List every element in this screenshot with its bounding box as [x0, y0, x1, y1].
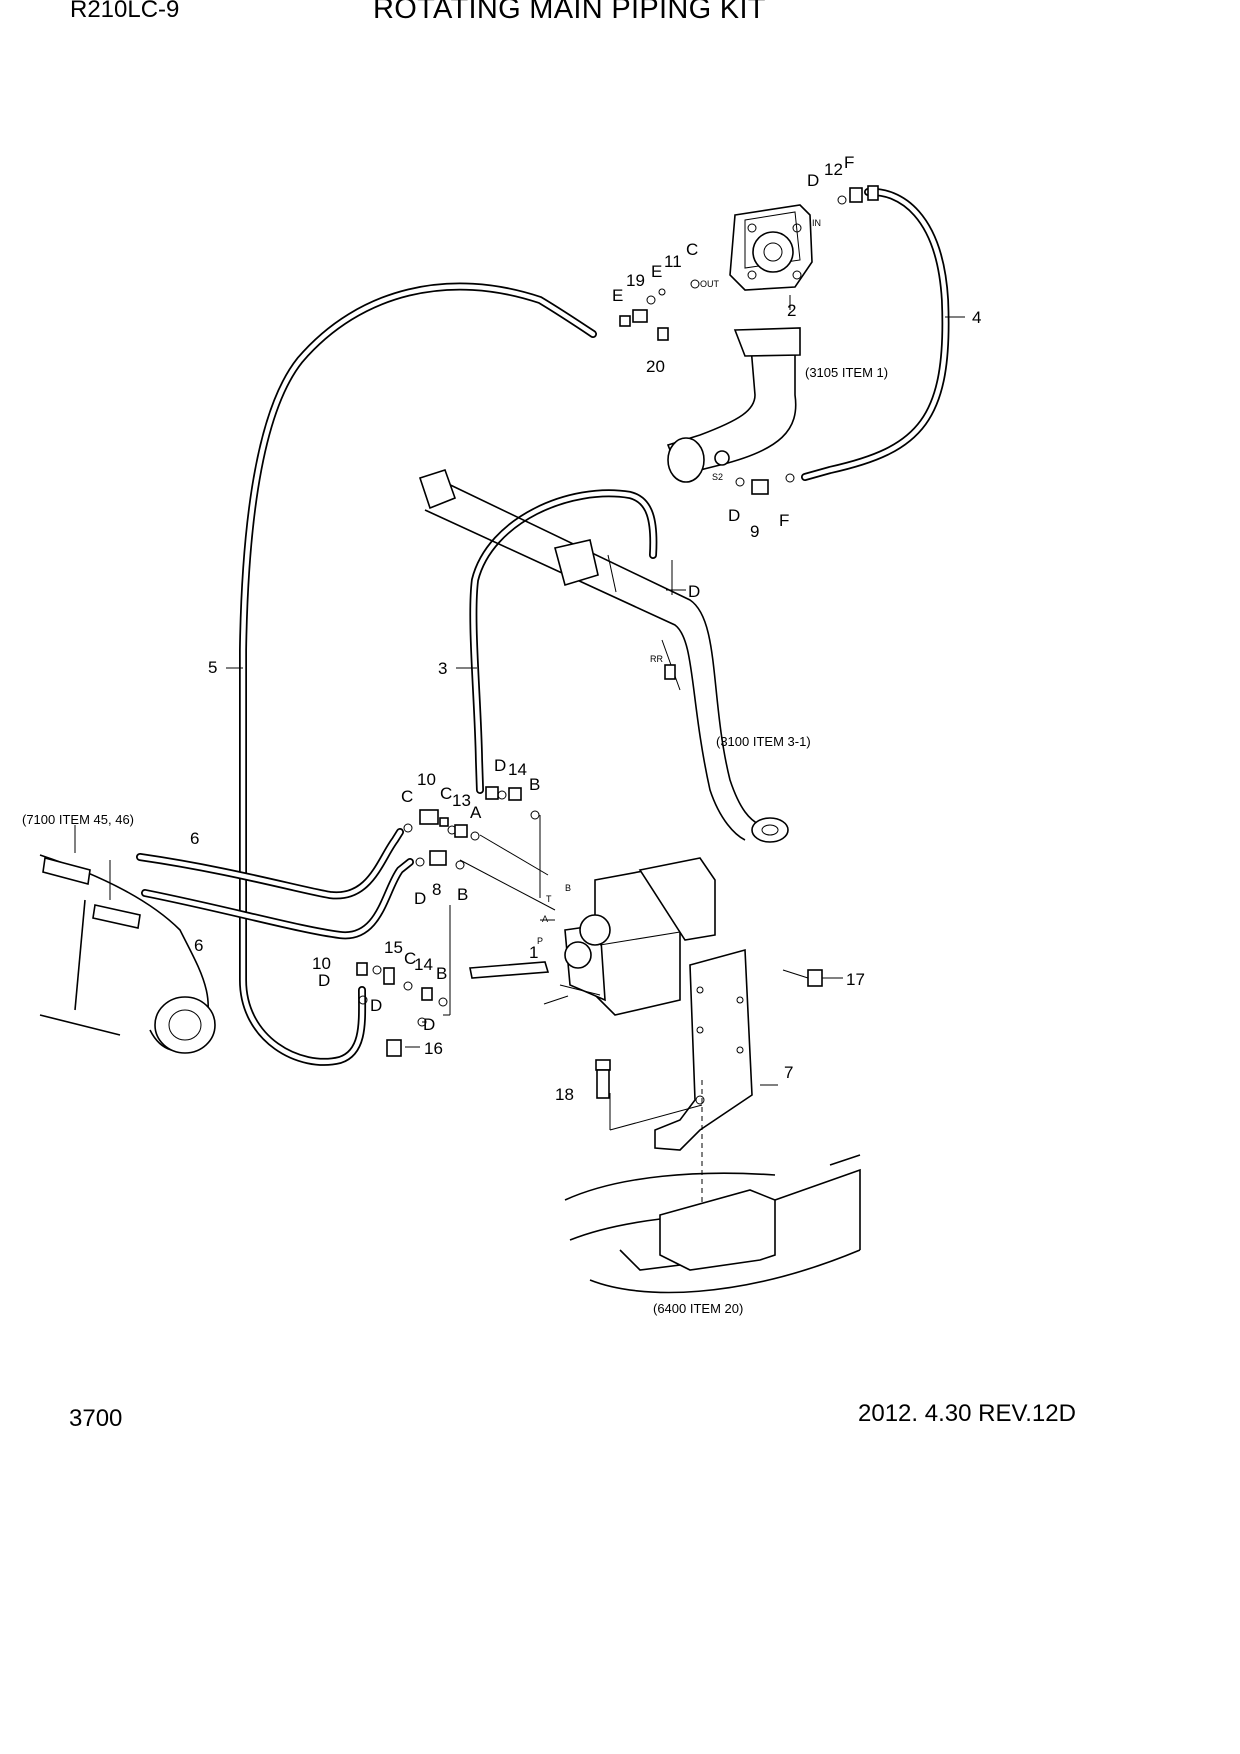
- letter-c-mid: C: [440, 784, 452, 803]
- leader-lines: [74, 295, 965, 1131]
- port-rr: RR: [650, 654, 663, 664]
- part-label-17: 17: [846, 970, 865, 989]
- part-label-11: 11: [664, 252, 682, 271]
- port-p: P: [537, 936, 543, 946]
- port-out: OUT: [700, 279, 720, 289]
- letter-d-8: D: [414, 889, 426, 908]
- fittings: [356, 185, 879, 1099]
- page-number: 3700: [69, 1405, 123, 1432]
- part-label-7: 7: [784, 1063, 793, 1082]
- hoses-6: [136, 828, 414, 940]
- part-label-4: 4: [972, 308, 981, 327]
- ref-7100-item-45-46: (7100 ITEM 45, 46): [22, 812, 134, 827]
- letter-c-left: C: [401, 787, 413, 806]
- part-label-20: 20: [646, 357, 665, 376]
- letter-d-s2: D: [728, 506, 740, 525]
- part-label-16: 16: [424, 1039, 443, 1058]
- part-label-13: 13: [452, 791, 471, 810]
- suction-pipe: [418, 469, 789, 843]
- model-number: R210LC-9: [70, 0, 180, 23]
- upper-frame: [564, 1154, 861, 1294]
- part-label-12: 12: [824, 160, 843, 179]
- part-label-19: 19: [626, 271, 645, 290]
- hose-5: [239, 282, 597, 1066]
- port-t: T: [546, 894, 552, 904]
- letter-d-rr: D: [688, 582, 700, 601]
- part-label-14-lower: 14: [414, 955, 433, 974]
- hose-4: [801, 187, 950, 481]
- part-label-10-upper: 10: [417, 770, 436, 789]
- letter-b-mid: B: [529, 775, 540, 794]
- letter-d-low1: D: [318, 971, 330, 990]
- revision-date: 2012. 4.30 REV.12D: [858, 1400, 1076, 1427]
- gear-pump: [729, 204, 813, 291]
- part-label-1: 1: [529, 943, 538, 962]
- part-number-labels: 1 2 3 4 5 6 6 7 8 9 10 10 11 12 13 14 14…: [190, 160, 981, 1104]
- letter-e-pump: E: [651, 262, 662, 281]
- part-label-6-lower: 6: [194, 936, 203, 955]
- letter-d-mid: D: [494, 756, 506, 775]
- part-label-18: 18: [555, 1085, 574, 1104]
- part-label-5: 5: [208, 658, 217, 677]
- part-label-14-upper: 14: [508, 760, 527, 779]
- bracket: [654, 948, 753, 1215]
- port-a: A: [542, 914, 548, 924]
- ref-3105-item-1: (3105 ITEM 1): [805, 365, 888, 380]
- part-label-8: 8: [432, 880, 441, 899]
- letter-b-low: B: [436, 964, 447, 983]
- letter-c-low: C: [404, 949, 416, 968]
- port-in: IN: [812, 218, 821, 228]
- port-b: B: [565, 883, 571, 893]
- part-label-10-lower: 10: [312, 954, 331, 973]
- elbow-pipe: [666, 327, 801, 483]
- ref-3100-item-3-1: (3100 ITEM 3-1): [716, 734, 811, 749]
- ref-6400-item-20: (6400 ITEM 20): [653, 1301, 743, 1316]
- part-label-3: 3: [438, 659, 447, 678]
- part-label-9: 9: [750, 522, 759, 541]
- connection-letters: D F C E E D F D D B C C A D B C B D D D: [318, 153, 854, 1034]
- cross-references: (3105 ITEM 1) (3100 ITEM 3-1) (7100 ITEM…: [22, 365, 888, 1316]
- part-label-2: 2: [787, 301, 796, 320]
- letter-d-top: D: [807, 171, 819, 190]
- part-label-15: 15: [384, 938, 403, 957]
- letter-d-low3: D: [423, 1015, 435, 1034]
- letter-d-low2: D: [370, 996, 382, 1015]
- letter-f-top: F: [844, 153, 854, 172]
- port-labels: IN OUT S2 RR T B A P: [537, 218, 821, 946]
- letter-e-left: E: [612, 286, 623, 305]
- letter-a-mid: A: [470, 803, 482, 822]
- port-s2: S2: [712, 472, 723, 482]
- letter-f-s2: F: [779, 511, 789, 530]
- hose-3: [469, 489, 658, 794]
- part-label-6-upper: 6: [190, 829, 199, 848]
- boom-section: [39, 854, 216, 1054]
- control-valve: [469, 857, 716, 1016]
- letter-b-8: B: [457, 885, 468, 904]
- letter-c-pump: C: [686, 240, 698, 259]
- page-title: ROTATING MAIN PIPING KIT: [373, 0, 766, 25]
